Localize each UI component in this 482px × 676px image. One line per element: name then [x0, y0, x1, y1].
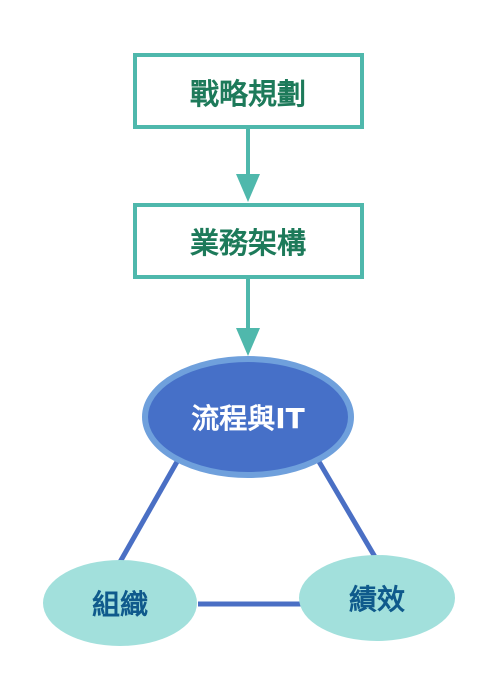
- strategy-label: 戰略規劃: [190, 77, 306, 111]
- connector-process-performance: [315, 458, 381, 564]
- architecture-node: 業務架構: [133, 203, 364, 279]
- architecture-box: [133, 203, 364, 279]
- connector-process-organization: [117, 458, 181, 564]
- arrow-architecture-to-process: [236, 277, 260, 356]
- process-it-ellipse: [142, 356, 354, 478]
- performance-node: 績效: [299, 555, 455, 641]
- architecture-label: 業務架構: [190, 226, 306, 260]
- arrow-head: [236, 174, 260, 202]
- strategy-node: 戰略規劃: [133, 53, 364, 129]
- organization-ellipse: [43, 560, 197, 646]
- organization-label: 組織: [92, 588, 148, 621]
- connectors: [117, 458, 381, 607]
- process-it-node: 流程與IT: [142, 356, 354, 478]
- performance-label: 績效: [349, 583, 405, 616]
- organization-node: 組織: [43, 560, 197, 646]
- strategy-box: [133, 53, 364, 129]
- process-it-label: 流程與IT: [191, 402, 305, 435]
- arrow-strategy-to-architecture: [236, 127, 260, 202]
- performance-ellipse: [299, 555, 455, 641]
- arrow-head: [236, 328, 260, 356]
